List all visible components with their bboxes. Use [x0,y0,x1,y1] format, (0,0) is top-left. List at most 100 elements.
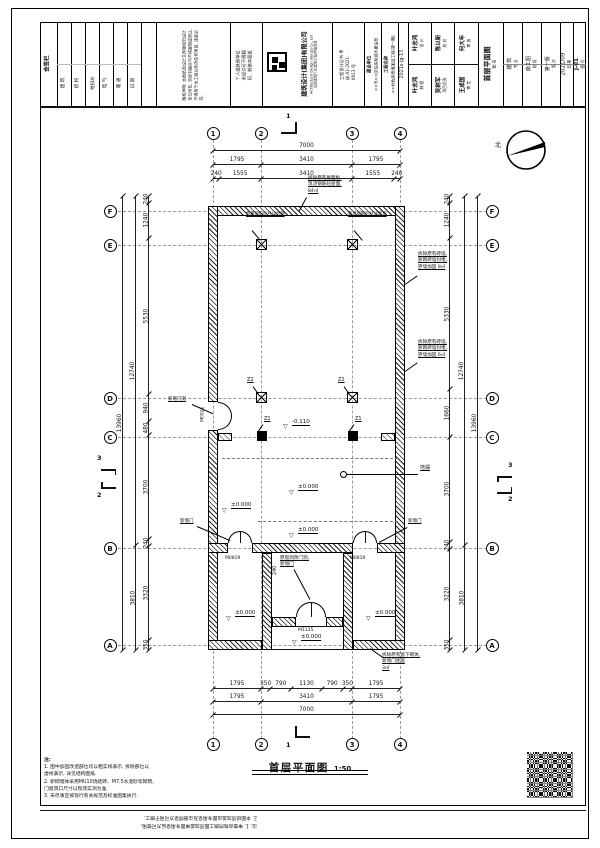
sign-cell-design: 叶志鸿 设 计 [408,22,431,64]
grid-bubble-col4-bottom: 4 [393,737,407,751]
grid-bubble-rowF-left: F [103,204,117,218]
grid-bubble-rowC-right: C [485,430,499,444]
meta-label: 阶 段 [531,59,537,69]
dim-value: 790 [275,681,287,688]
date-cell: 2021/09 日 期 [560,22,573,106]
column-z2-E-right [347,239,358,250]
dim-value: 1795 [368,157,384,164]
leader-drain [347,474,418,475]
sheet-no-cell: J-01 图 号 [573,22,586,106]
signer-label: 校 对 [442,38,448,48]
section-mark-line [101,482,103,488]
door-m1125-stile [310,602,312,617]
dim-right-inner: 24012405330166037002403220350 [444,193,453,653]
wall-axisA-left [208,640,262,650]
dim-bottom-total: 7000 [210,707,403,718]
note-roof: 拆除原有屋面板, 现浇钢筋砼屋面, 84㎡ [308,176,342,194]
wall-axisB-seg1 [208,543,228,553]
north-arrow-icon [506,130,546,170]
titleblock-divider [364,22,365,106]
column-z2-D-left [256,392,267,403]
section-mark-3-right: 3 [508,461,513,469]
section-mark-line [295,736,310,738]
sign-cell-review: 何大年 审 核 [454,22,478,64]
level-triangle: ▽ [289,489,294,496]
signer-label: 项目负责 [442,77,448,93]
notes-line: 门窗洞口尺寸以现场实测为准. [44,786,108,792]
level-zero: ±0.000 [375,610,396,618]
column-label-z1-left: Z1 [264,416,271,422]
dim-value: 12740 [130,361,137,380]
dim-value: 5530 [143,308,150,324]
wall-recess-bottom-left [272,617,296,627]
dim-value: 1240 [143,212,150,228]
drain-symbol [340,471,347,478]
section-mark-line [295,122,297,134]
grid-line-col2 [261,140,262,744]
plan-title-group: 首层平面图 1:50 [230,756,390,775]
dim-value: 1795 [229,681,245,688]
note-door-b-left: 新增门 [180,519,194,524]
plan-title-underline [252,770,368,775]
notes-line: 3. 未尽事宜按现行有关规范及标准图集执行. [44,793,138,799]
column-z2-D-right [347,392,358,403]
section-mark-line [101,487,116,489]
grid-bubble-rowD-left: D [103,391,117,405]
notes-line: 1. 图中加固改造部位均以粗实线表示, 拆除部位以 [44,765,150,771]
dim-value: 240 [210,171,222,178]
sheet-no-label: 图 号 [579,59,585,69]
grid-bubble-rowE-right: E [485,238,499,252]
copyright-cell: 版权声明: 本图纸及设计文件版权归设计单位所有, 未经书面许可不得复制或转让, … [156,22,230,106]
company-cell: 建筑设计(集团)有限公司 Architectural Design (Group… [288,22,332,106]
dim-value: 3410 [299,171,314,178]
dim-value: 350 [260,681,272,688]
entry-threshold-line [296,626,326,627]
grid-line-rowC [118,437,492,438]
qr-code [527,752,573,798]
flipped-line: 注: 1. 审查合格的施工图须加盖审图专用章后方可使用, [140,822,257,828]
discipline-struct: 结 构 [75,77,81,89]
wall-left-lower [208,430,218,650]
grid-bubble-col1-bottom: 1 [206,737,220,751]
titleblock-divider [381,22,382,106]
wall-recess-bottom-right [326,617,343,627]
statement-note: 个人或其他单位未经许可不得翻印、转借本图纸 [236,49,255,80]
grid-bubble-rowB-right: B [485,541,499,555]
notes-heading: 注: [44,758,51,763]
dashed-line-lower [258,521,398,522]
dim-value: 3410 [299,157,314,164]
cert-cell: 工程设计证书 甲级 A1-2021-0913 号 [332,22,364,106]
flipped-stamp-note: 注: 1. 审查合格的施工图须加盖审图专用章后方可使用, 2. 本图纸须加盖出图… [42,813,257,828]
sign-cell-pm: 吴树军 项目负责 [431,64,454,106]
sign-cell-draft: 叶志鸿 制 图 [408,64,431,106]
north-label: 北 [495,142,502,149]
column-z2-E-left [256,239,267,250]
wall-axisB-seg3 [377,543,405,553]
grid-bubble-rowF-right: F [485,204,499,218]
level-triangle: ▽ [222,507,227,514]
meta-cell-discipline: 建 筑 专 业 [503,22,522,106]
dim-value: 350 [341,681,353,688]
grid-bubble-rowC-left: C [103,430,117,444]
column-z1-C-left [257,431,267,441]
dim-value: 1795 [368,681,384,688]
owner-cell: 建设单位 ××市××区住房和城乡建设局 [364,22,381,106]
sign-grid-divider [408,64,478,65]
grid-bubble-col4-top: 4 [393,126,407,140]
company-info: 国家建筑行业(建筑工程)甲级资质 [313,40,318,88]
wall-recess-left [262,553,272,650]
level-zero: ±0.000 [235,610,256,618]
inner-border-double-line [40,810,586,811]
column-label-z1-right: Z1 [355,416,362,422]
dashed-line-upper [222,458,398,459]
section-mark-3-left: 3 [97,454,102,462]
section-mark-line [497,476,499,482]
grid-bubble-rowA-right: A [485,638,499,652]
meta-cell-stage: 施工图 阶 段 [522,22,541,106]
